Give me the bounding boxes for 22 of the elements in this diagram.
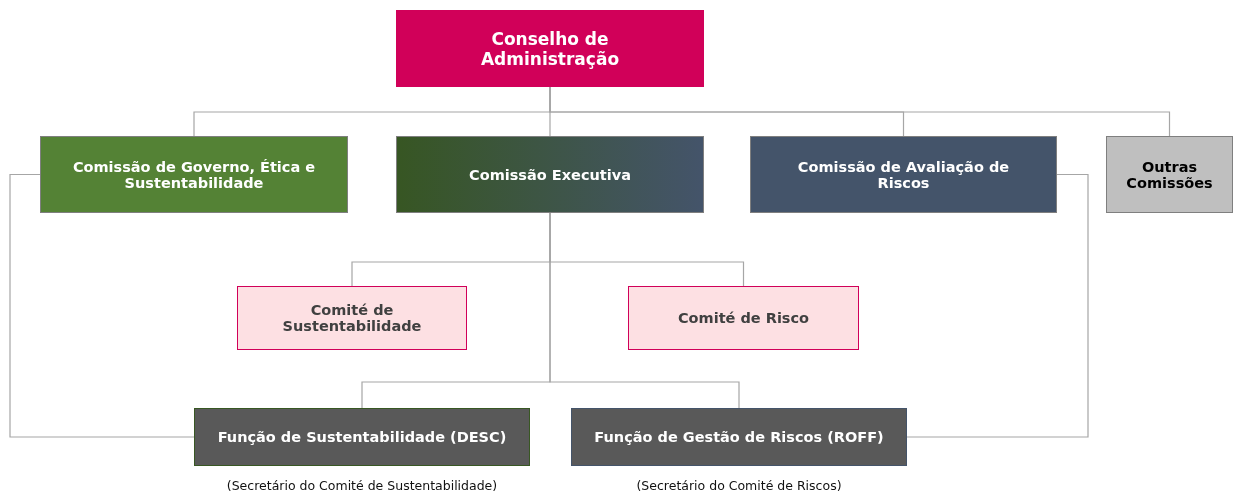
box-label: Conselho de Administração <box>479 28 621 69</box>
box-label: Comissão de Avaliação de Riscos <box>796 158 1011 191</box>
box-label: Comissão de Governo, Ética e Sustentabilidade <box>71 158 317 191</box>
org-box <box>396 10 704 87</box>
box-label: Comité de Sustentabilidade <box>281 302 423 334</box>
org-box <box>628 286 859 350</box>
box-label: Comité de Risco <box>677 310 810 326</box>
org-box <box>750 136 1057 213</box>
box-label: Outras Comissões <box>1125 158 1214 191</box>
secretary-note: (Secretário do Comité de Riscos) <box>635 478 843 493</box>
connector-line <box>9 173 195 438</box>
org-box <box>237 286 467 350</box>
org-box <box>396 136 704 213</box>
box-label: Comissão Executiva <box>469 166 631 183</box>
org-box <box>194 408 530 466</box>
org-box <box>1106 136 1233 213</box>
connector-line <box>906 173 1089 438</box>
org-box <box>571 408 907 466</box>
secretary-note: (Secretário do Comité de Sustentabilidade) <box>225 478 499 493</box>
box-label: Função de Gestão de Riscos (ROFF) <box>594 429 884 445</box>
box-label: Função de Sustentabilidade (DESC) <box>217 429 507 445</box>
org-box <box>40 136 348 213</box>
